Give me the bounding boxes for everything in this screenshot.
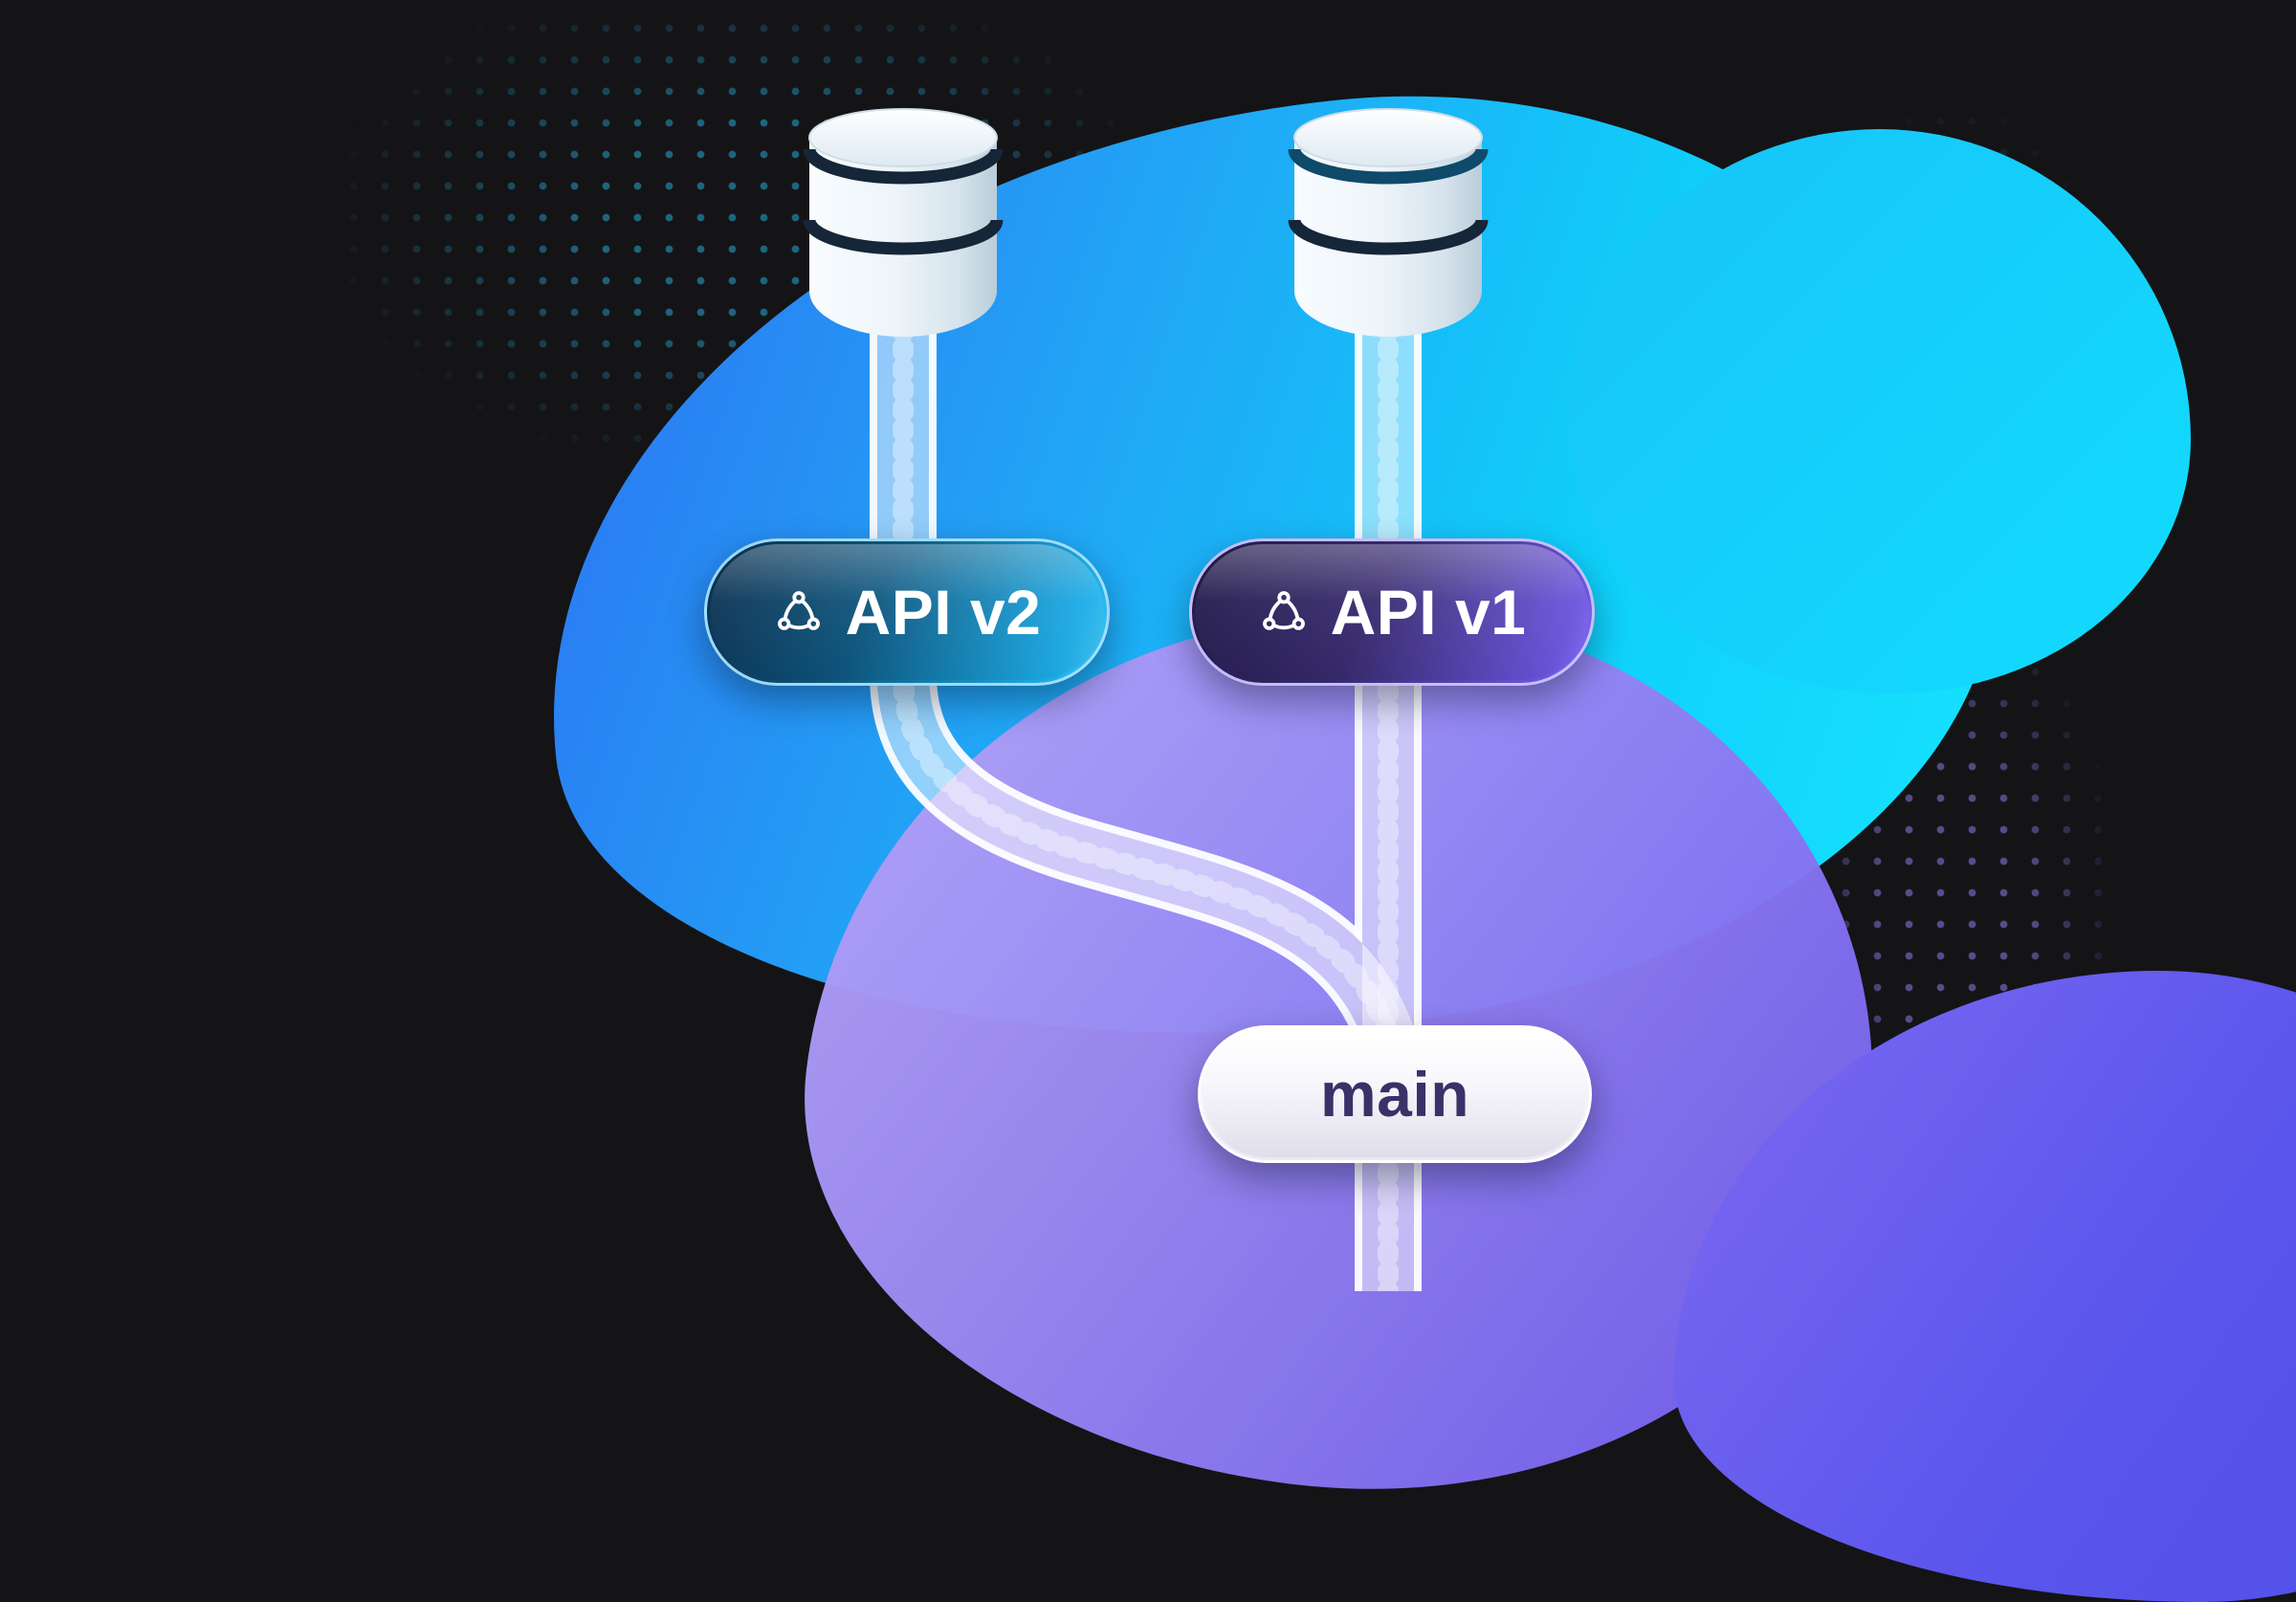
api-cycle-icon [1262,591,1305,630]
badge-main-branch: main [1198,1025,1592,1163]
api-cycle-icon [777,591,820,630]
dot-grid-right-purple [1799,593,2114,1243]
dot-grid-right-cyan [1799,105,2114,679]
dot-grid-top-left [306,0,1186,516]
badge-api-v1-label: API v1 [1330,577,1527,647]
database-icon [1288,108,1489,337]
badge-api-v2: API v2 [704,538,1110,686]
illustration-stage: API v2 API v1 main [306,0,2296,1602]
badge-api-v2-label: API v2 [845,577,1042,647]
branch-lines [870,253,1422,1291]
badge-api-v1: API v1 [1189,538,1595,686]
cyan-gradient-blob-lobe [1569,129,2191,693]
database-icon [803,108,1004,337]
violet-gradient-blob [1674,971,2296,1602]
badge-main-label: main [1319,1059,1470,1130]
